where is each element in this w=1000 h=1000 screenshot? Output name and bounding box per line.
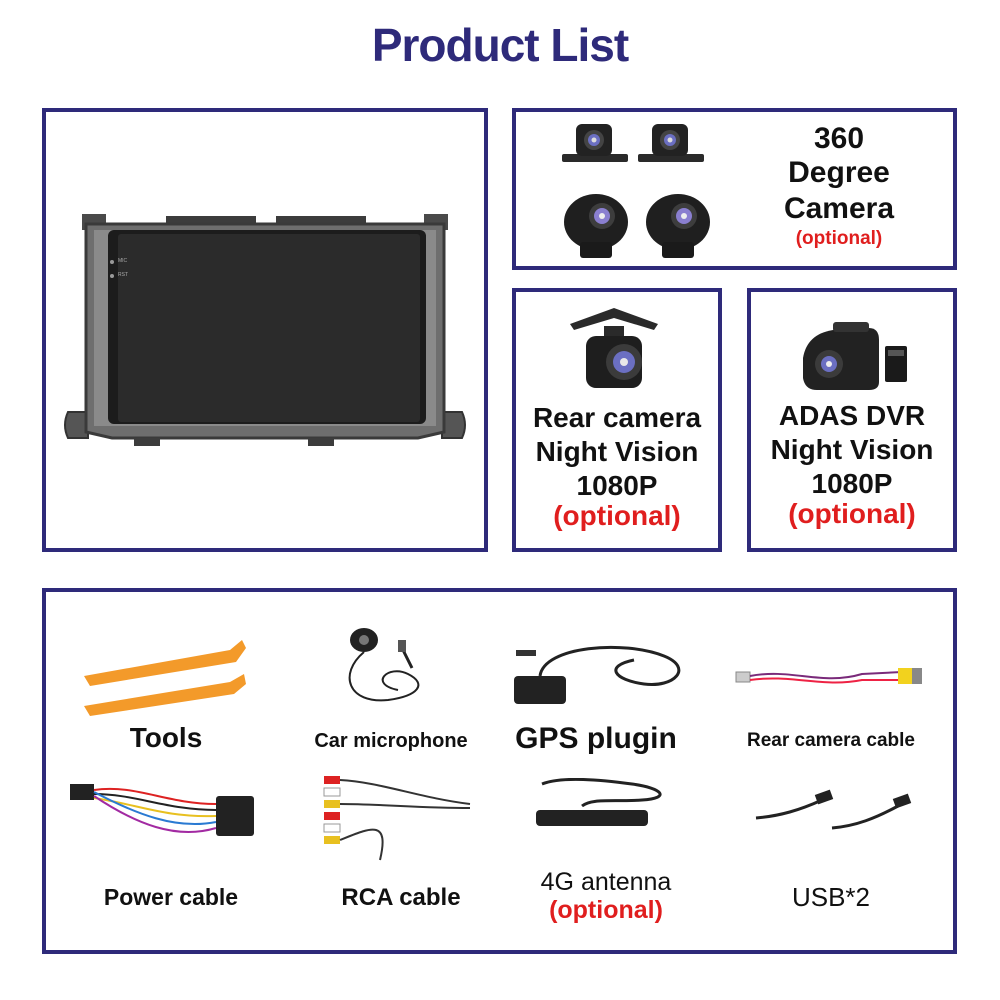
usb-cable-icon	[755, 789, 912, 830]
rear-camera-optional: (optional)	[553, 500, 681, 531]
rear-camera-line3: 1080P	[576, 470, 658, 501]
adas-dvr-image	[803, 322, 907, 390]
rst-label: RST	[118, 272, 128, 278]
4g-antenna-icon	[536, 778, 662, 826]
pry-tools-icon	[84, 640, 246, 716]
camera360-panel: 360 Degree Camera (optional)	[512, 108, 957, 270]
rear-camera-panel: Rear camera Night Vision 1080P (optional…	[512, 288, 722, 552]
gps-antenna-icon	[514, 645, 681, 704]
dome-camera-icon	[564, 194, 628, 258]
rear-camera-cable-icon	[735, 668, 922, 684]
accessory-label-tools: Tools	[129, 722, 203, 753]
adas-dvr-line1: ADAS DVR	[778, 400, 926, 431]
page-title: Product List	[371, 19, 629, 71]
accessory-label-power-cable: Power cable	[103, 884, 239, 910]
rear-camera-image	[570, 308, 658, 388]
accessory-label-usb: USB*2	[791, 882, 871, 912]
accessory-label-4g-antenna: 4G antenna	[540, 868, 672, 896]
accessory-label-rear-camera-cable: Rear camera cable	[747, 730, 915, 751]
bracket-camera-icon	[562, 124, 628, 162]
accessory-optional-4g-antenna: (optional)	[549, 896, 663, 924]
adas-dvr-line3: 1080P	[811, 468, 893, 499]
camera360-optional: (optional)	[795, 228, 883, 249]
microphone-icon	[348, 628, 420, 702]
adas-dvr-line2: Night Vision	[770, 434, 934, 465]
accessory-label-rca-cable: RCA cable	[341, 884, 461, 911]
head-unit-panel: MIC RST	[42, 108, 488, 552]
camera360-line3: Camera	[783, 192, 895, 225]
camera360-line2: Degree	[788, 156, 890, 189]
rear-camera-line2: Night Vision	[535, 436, 699, 467]
camera360-line1: 360	[813, 122, 865, 155]
accessory-label-car-microphone: Car microphone	[314, 730, 468, 752]
adas-dvr-optional: (optional)	[788, 498, 916, 529]
camera360-image	[562, 124, 710, 258]
rst-indicator	[110, 274, 114, 278]
power-cable-icon	[70, 784, 254, 836]
mic-indicator	[110, 260, 114, 264]
accessory-label-gps-plugin: GPS plugin	[515, 722, 677, 755]
dome-camera-icon	[646, 194, 710, 258]
rear-camera-line1: Rear camera	[532, 402, 702, 433]
accessories-panel: Tools Car microphone GPS plugin Rear cam…	[42, 588, 957, 954]
adas-dvr-panel: ADAS DVR Night Vision 1080P (optional)	[747, 288, 957, 552]
mic-label: MIC	[118, 258, 128, 264]
head-unit-image	[64, 214, 466, 446]
bracket-camera-icon	[638, 124, 704, 162]
rca-cable-icon	[323, 776, 471, 861]
